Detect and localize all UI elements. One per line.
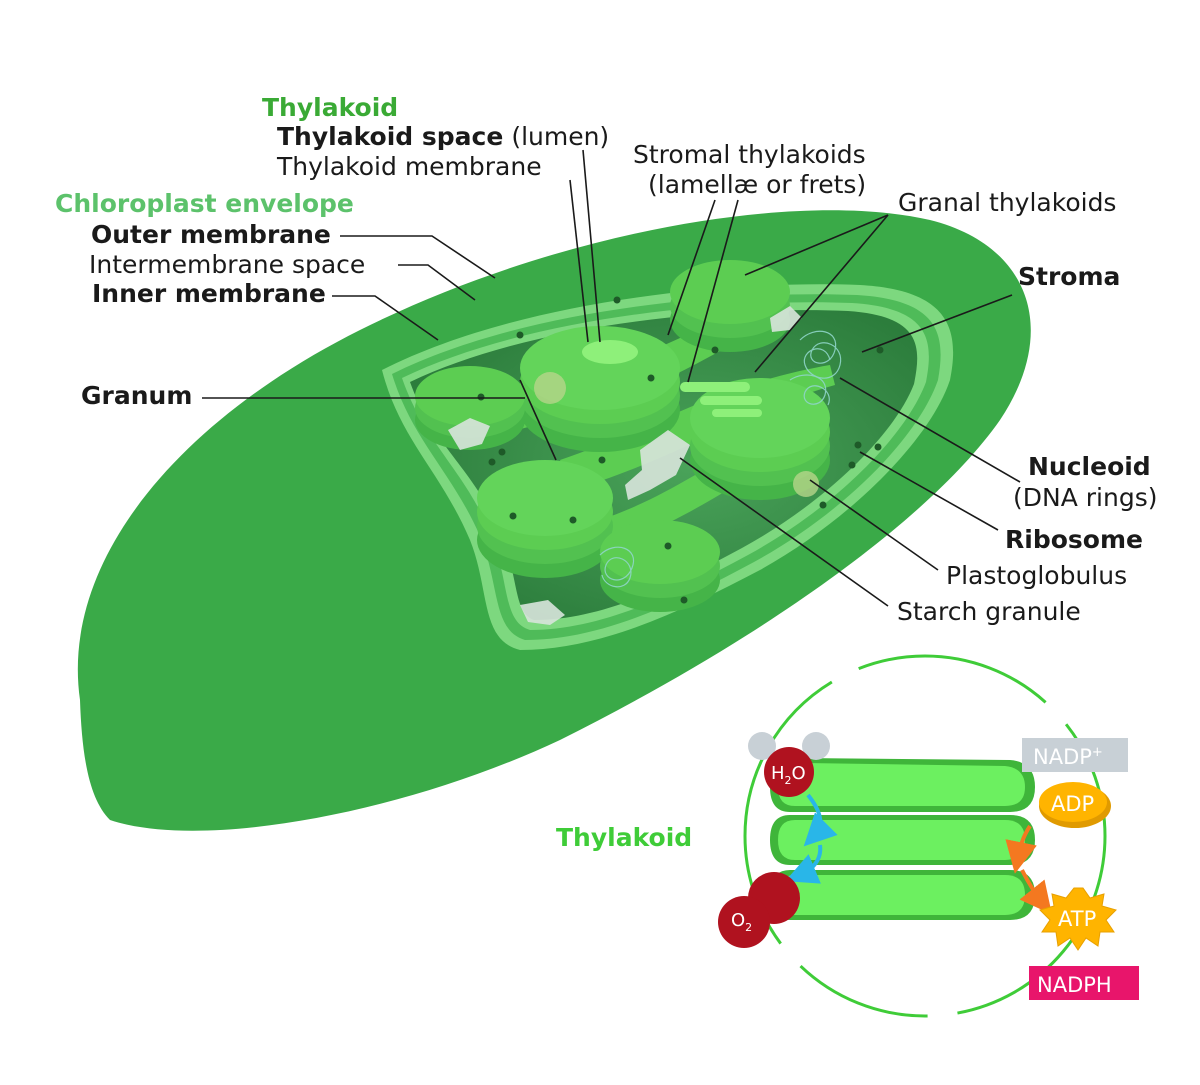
nucleoid	[599, 330, 842, 588]
starch-granules	[448, 306, 802, 625]
label-intermembrane-space: Intermembrane space	[89, 250, 365, 279]
hydrogen-atom	[748, 732, 776, 760]
starch-granule	[625, 430, 690, 500]
adp-badge-face	[1039, 782, 1107, 822]
label-thylakoid-space: Thylakoid space(lumen)	[277, 122, 609, 151]
inset-title: Thylakoid	[556, 823, 692, 852]
water-arrow	[785, 844, 823, 884]
plastoglobulus	[534, 372, 566, 404]
label-granum: Granum	[81, 381, 192, 410]
labels: Thylakoid Thylakoid space(lumen) Thylako…	[55, 93, 1157, 626]
label-nucleoid-paren: (DNA rings)	[1013, 483, 1157, 512]
nadp-label: NADP+	[1033, 745, 1103, 769]
water-molecule	[764, 747, 814, 797]
granum	[680, 378, 830, 500]
adp-label: ADP	[1051, 792, 1094, 816]
atp-arrow	[1005, 824, 1037, 874]
starch-granule	[520, 600, 565, 625]
hydrogen-atom	[802, 732, 830, 760]
granum	[600, 520, 720, 612]
label-granal-thylakoids: Granal thylakoids	[898, 188, 1116, 217]
water-arrow	[803, 793, 838, 847]
inset-thylakoid-stack	[770, 758, 1035, 920]
label-stromal-thylakoids: Stromal thylakoids	[633, 140, 866, 169]
granum	[520, 326, 680, 452]
granum	[670, 260, 790, 352]
stromal-thylakoid-bar	[700, 396, 762, 405]
label-plastoglobulus: Plastoglobulus	[946, 561, 1127, 590]
label-nucleoid: Nucleoid	[1028, 452, 1151, 481]
label-chloroplast-envelope: Chloroplast envelope	[55, 189, 354, 218]
granum	[477, 460, 613, 578]
atp-burst	[1039, 887, 1117, 951]
atp-label: ATP	[1058, 907, 1096, 931]
label-ribosome: Ribosome	[1005, 525, 1143, 554]
plastoglobulus	[793, 471, 819, 497]
ribosomes	[477, 296, 884, 604]
nadp-badge	[1022, 738, 1128, 772]
label-starch-granule: Starch granule	[897, 597, 1081, 626]
water-label: H2O	[771, 763, 806, 787]
label-stroma: Stroma	[1018, 262, 1120, 291]
label-inner-membrane: Inner membrane	[92, 279, 326, 308]
starch-granule	[448, 418, 490, 450]
stromal-thylakoid-bar	[680, 382, 750, 392]
thylakoid-network	[415, 260, 835, 612]
thylakoid-lumen	[582, 340, 638, 364]
oxygen-label: O2	[731, 910, 752, 934]
label-thylakoid-header: Thylakoid	[262, 93, 398, 122]
thylakoid-inset: Thylakoid H2O O2 NADP+ ADP	[556, 654, 1139, 1018]
stromal-thylakoid-bar	[712, 409, 762, 417]
label-thylakoid-membrane: Thylakoid membrane	[276, 152, 542, 181]
label-stromal-thylakoids-paren: (lamellæ or frets)	[648, 170, 866, 199]
label-outer-membrane: Outer membrane	[91, 220, 331, 249]
nadph-badge	[1029, 966, 1139, 1000]
leader-lines	[202, 149, 1021, 607]
inset-circle	[743, 654, 1107, 1018]
nadph-label: NADPH	[1037, 973, 1112, 997]
oxygen-molecule	[718, 896, 770, 948]
atp-arrow	[1019, 869, 1052, 915]
